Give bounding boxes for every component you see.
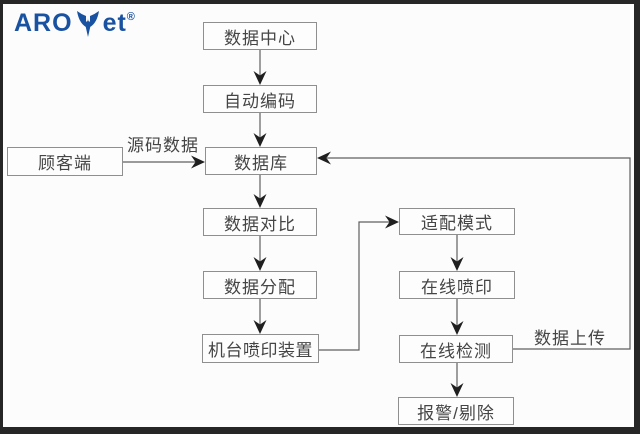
arojet-logo: ARO et ® [14,7,136,39]
edge-online-print-to-online-detect [450,299,464,335]
logo-text-aro: ARO [14,8,73,37]
frame-border-right [634,0,640,434]
node-label: 报警/剔除 [417,403,495,423]
edge-online-detect-to-database [317,151,631,350]
registered-mark: ® [126,11,136,23]
node-online-detect: 在线检测 [399,335,513,363]
node-adapt-mode: 适配模式 [399,208,515,235]
node-data-center: 数据中心 [203,22,317,50]
node-label: 数据中心 [224,28,296,48]
frame-border-left [0,0,3,434]
edge-machine-print-to-adapt-mode [319,215,399,351]
node-label: 在线检测 [420,341,492,361]
node-data-compare: 数据对比 [203,208,317,236]
node-database: 数据库 [205,147,317,175]
frame-border-top [0,0,640,4]
edge-data-distribute-to-machine-print [253,299,267,334]
node-label: 数据对比 [224,214,296,234]
node-alarm-reject: 报警/剔除 [398,397,514,425]
node-label: 适配模式 [421,214,493,233]
edge-online-detect-to-alarm-reject [450,363,464,397]
node-data-distribute: 数据分配 [203,271,317,299]
node-customer: 顾客端 [7,147,123,176]
edge-auto-encoding-to-database [253,113,267,147]
edge-data-compare-to-data-distribute [253,236,267,271]
node-label: 自动编码 [224,91,296,111]
node-label: 机台喷印装置 [208,341,313,360]
node-label: 在线喷印 [421,277,493,297]
node-auto-encoding: 自动编码 [203,85,317,113]
edge-customer-to-database [123,155,205,169]
node-machine-print: 机台喷印装置 [202,334,319,363]
edge-data-center-to-auto-encoding [253,50,267,85]
frame-border-bottom [0,427,640,434]
node-label: 数据库 [234,153,288,173]
leaf-icon [76,11,99,37]
edge-label-data-upload: 数据上传 [534,329,606,348]
edge-database-to-data-compare [253,175,267,208]
logo-text-et: et [102,8,127,37]
node-online-print: 在线喷印 [399,271,515,299]
node-label: 顾客端 [38,154,92,173]
node-label: 数据分配 [224,277,296,297]
edge-label-source-code-data: 源码数据 [127,136,199,155]
edge-adapt-mode-to-online-print [450,235,464,271]
